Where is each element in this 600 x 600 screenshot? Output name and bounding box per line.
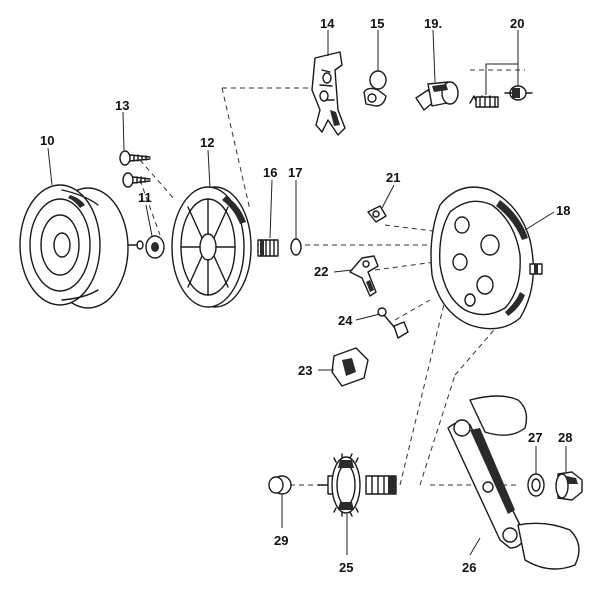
callout-14: 14 bbox=[320, 16, 335, 31]
part-20-spring-cap bbox=[469, 85, 533, 108]
part-17-ring bbox=[290, 238, 302, 256]
part-29-bushing bbox=[268, 475, 292, 495]
part-15-clip bbox=[363, 70, 387, 107]
part-18-side-frame bbox=[430, 186, 543, 330]
callout-25: 25 bbox=[339, 560, 353, 575]
callout-numbers: 10 11 12 13 14 15 16 17 18 19. 20 21 22 … bbox=[40, 16, 572, 575]
callout-17: 17 bbox=[288, 165, 302, 180]
part-12-side-plate bbox=[171, 186, 252, 308]
callout-13: 13 bbox=[115, 98, 129, 113]
part-21-lever bbox=[367, 205, 387, 223]
part-13-screws bbox=[119, 150, 151, 188]
callout-23: 23 bbox=[298, 363, 312, 378]
part-24-pin bbox=[377, 307, 409, 339]
callout-19: 19. bbox=[424, 16, 442, 31]
callout-16: 16 bbox=[263, 165, 277, 180]
callout-21: 21 bbox=[386, 170, 400, 185]
leader-lines bbox=[47, 29, 567, 556]
part-27-washer bbox=[527, 473, 545, 497]
callout-28: 28 bbox=[558, 430, 572, 445]
callout-12: 12 bbox=[200, 135, 214, 150]
callout-18: 18 bbox=[556, 203, 570, 218]
callout-10: 10 bbox=[40, 133, 54, 148]
callout-22: 22 bbox=[314, 264, 328, 279]
part-19-knob bbox=[415, 81, 459, 111]
callout-29: 29 bbox=[274, 533, 288, 548]
part-22-pawl bbox=[349, 255, 379, 297]
callout-15: 15 bbox=[370, 16, 384, 31]
part-28-handle-nut bbox=[555, 471, 583, 501]
part-25-drive-gear bbox=[317, 453, 397, 517]
callout-24: 24 bbox=[338, 313, 353, 328]
part-26-handle bbox=[447, 395, 580, 570]
callout-11: 11 bbox=[138, 190, 152, 205]
callout-26: 26 bbox=[462, 560, 476, 575]
part-23-click-block bbox=[331, 347, 369, 387]
callout-20: 20 bbox=[510, 16, 524, 31]
part-11-washer bbox=[145, 235, 165, 259]
part-16-spring bbox=[257, 239, 279, 257]
part-14-bracket bbox=[311, 51, 346, 136]
callout-27: 27 bbox=[528, 430, 542, 445]
part-10-spool bbox=[19, 184, 144, 309]
